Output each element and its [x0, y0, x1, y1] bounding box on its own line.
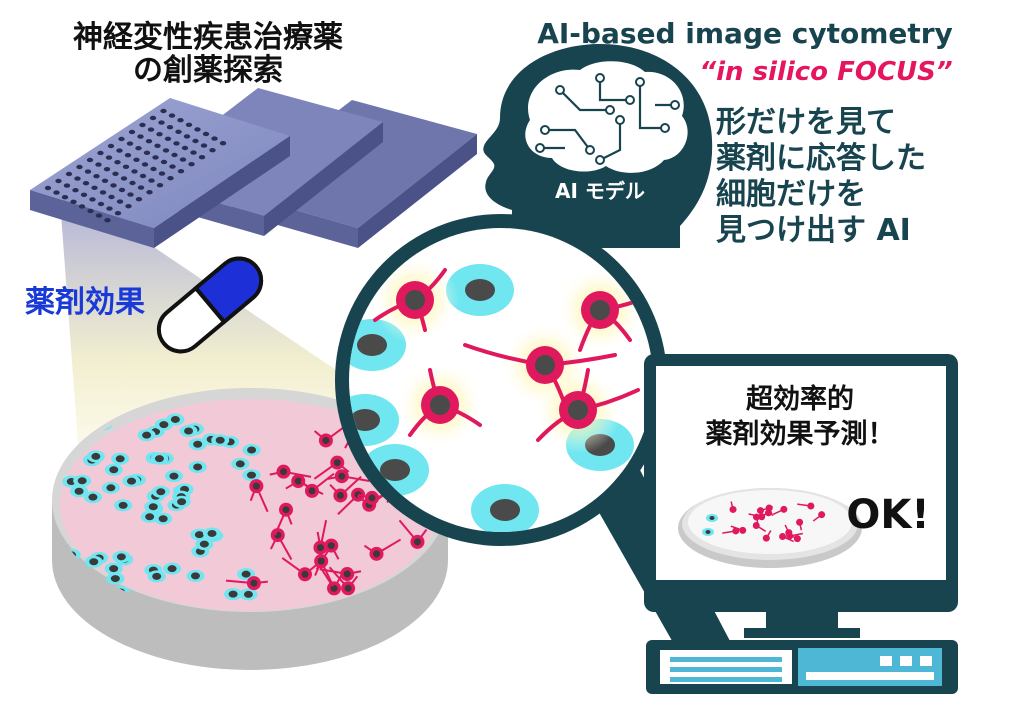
ai-head-icon: AI モデル — [483, 44, 713, 248]
ai-description: 形だけを見て 薬剤に応答した 細胞だけを 見つけ出す AI — [716, 105, 926, 248]
computer-tower-icon — [646, 640, 958, 694]
ok-label: OK! — [846, 492, 929, 538]
english-heading-line-1: AI-based image cytometry — [537, 17, 953, 50]
description-line-4: 見つけ出す AI — [716, 213, 911, 248]
monitor-dish-cells — [702, 501, 826, 543]
description-line-2: 薬剤に応答した — [716, 141, 926, 176]
well-plates-icon — [30, 88, 477, 248]
title-line-2: の創薬探索 — [133, 53, 283, 88]
drug-effect-label: 薬剤効果 — [25, 285, 145, 320]
monitor-line-1: 超効率的 — [746, 383, 854, 415]
description-line-1: 形だけを見て — [716, 105, 896, 140]
computer-monitor-icon: 超効率的 薬剤効果予測！ OK! — [644, 354, 958, 638]
title-line-1: 神経変性疾患治療薬 — [73, 20, 343, 55]
main-title: 神経変性疾患治療薬 の創薬探索 — [73, 20, 343, 88]
english-heading-line-2: “in silico FOCUS” — [699, 57, 952, 87]
capsule-icon — [156, 256, 264, 354]
brain-circuit-icon — [525, 61, 688, 173]
ai-model-label: AI モデル — [555, 179, 645, 203]
monitor-line-2: 薬剤効果予測！ — [706, 418, 895, 450]
description-line-3: 細胞だけを — [716, 177, 866, 212]
